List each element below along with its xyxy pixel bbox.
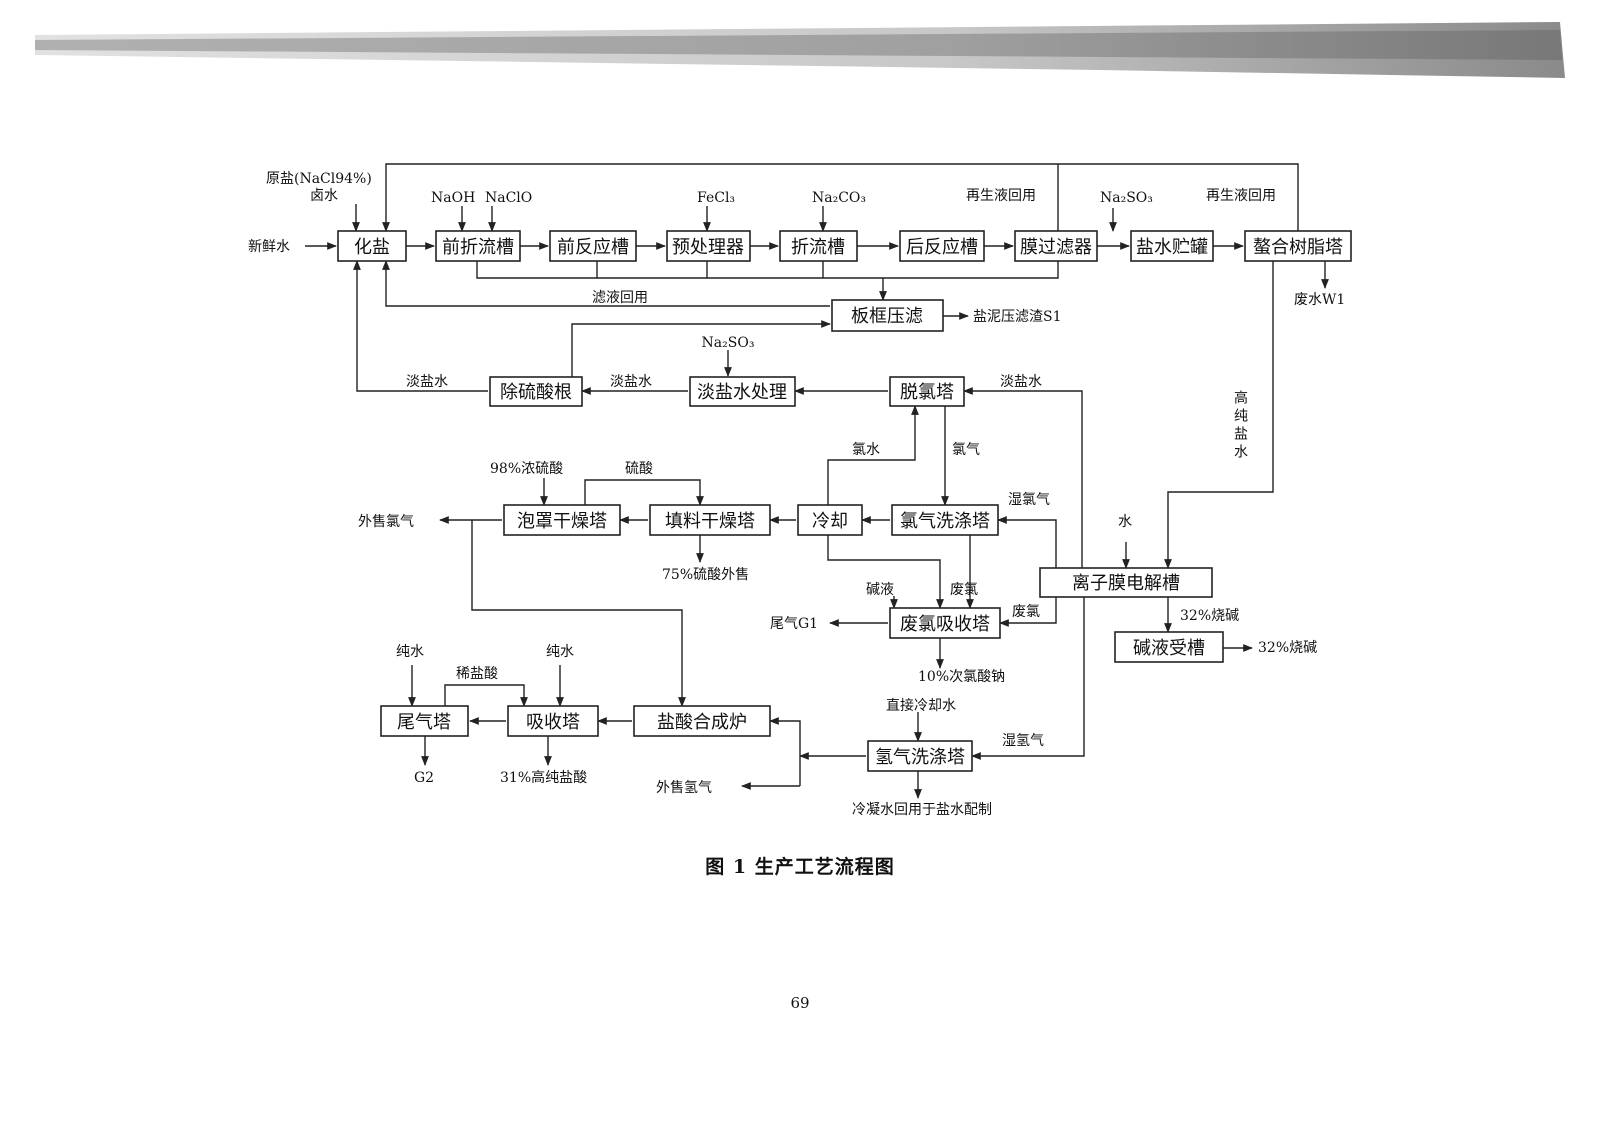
label-lvye-huiyong: 滤液回用 — [592, 290, 648, 306]
label-shiluqi: 湿氯气 — [1008, 492, 1050, 508]
box-moguolv: 膜过滤器 — [1014, 230, 1098, 262]
label-lvqi: 氯气 — [952, 442, 980, 458]
svg-text:盐酸合成炉: 盐酸合成炉 — [657, 712, 747, 733]
svg-text:螯合树脂塔: 螯合树脂塔 — [1253, 237, 1343, 258]
svg-text:吸收塔: 吸收塔 — [526, 712, 580, 733]
svg-text:前折流槽: 前折流槽 — [442, 237, 514, 258]
label-danyanshui-3: 淡盐水 — [1000, 374, 1042, 390]
box-houfanying: 后反应槽 — [899, 230, 985, 262]
box-yansuan-hecheng: 盐酸合成炉 — [633, 705, 771, 737]
label-naoh: NaOH — [431, 190, 475, 206]
svg-text:碱液受槽: 碱液受槽 — [1133, 638, 1205, 659]
label-na2co3: Na₂CO₃ — [812, 190, 866, 206]
flow-lines — [305, 163, 1329, 799]
box-jianye-shoucao: 碱液受槽 — [1114, 631, 1224, 663]
svg-text:尾气塔: 尾气塔 — [397, 712, 451, 733]
label-yanni: 盐泥压滤渣S1 — [973, 309, 1062, 325]
box-huayan: 化盐 — [337, 230, 407, 262]
label-feishui-w1: 废水W1 — [1294, 292, 1345, 308]
label-shui: 水 — [1118, 514, 1132, 530]
svg-text:化盐: 化盐 — [354, 237, 390, 258]
box-lizimo: 离子膜电解槽 — [1039, 567, 1213, 598]
label-gaochun-yanshui: 高纯盐水 — [1232, 389, 1248, 462]
box-qianzheliu: 前折流槽 — [435, 230, 521, 262]
box-xishouta: 吸收塔 — [507, 705, 599, 737]
svg-text:废氯吸收塔: 废氯吸收塔 — [900, 614, 990, 635]
box-chuliusuan: 除硫酸根 — [489, 376, 583, 407]
label-yansuan31: 31%高纯盐酸 — [500, 769, 587, 786]
page-number: 69 — [790, 994, 810, 1012]
label-fecl3: FeCl₃ — [697, 190, 735, 206]
label-chunshui-2: 纯水 — [546, 644, 574, 660]
label-shiqingqi: 湿氢气 — [1002, 733, 1044, 749]
svg-text:折流槽: 折流槽 — [791, 237, 845, 258]
svg-text:预处理器: 预处理器 — [672, 237, 744, 258]
svg-text:氢气洗涤塔: 氢气洗涤塔 — [875, 747, 965, 768]
box-lvqi-xidi: 氯气洗涤塔 — [891, 504, 999, 536]
box-paozhao: 泡罩干燥塔 — [503, 504, 621, 536]
label-nongliusuan: 98%浓硫酸 — [490, 461, 563, 477]
box-lengque: 冷却 — [797, 504, 863, 536]
label-liusuan: 硫酸 — [625, 461, 653, 477]
box-aohe: 螯合树脂塔 — [1244, 230, 1352, 262]
label-zhijie-lengque: 直接冷却水 — [886, 697, 956, 714]
box-weiqita: 尾气塔 — [380, 705, 469, 737]
svg-text:填料干燥塔: 填料干燥塔 — [665, 511, 755, 532]
svg-text:膜过滤器: 膜过滤器 — [1020, 237, 1092, 258]
label-feilv-2: 废氯 — [1012, 604, 1040, 620]
label-chunshui-1: 纯水 — [396, 644, 424, 660]
label-liusuan75: 75%硫酸外售 — [662, 567, 749, 583]
svg-text:除硫酸根: 除硫酸根 — [500, 382, 572, 403]
label-waishou-lvqi: 外售氯气 — [358, 514, 414, 530]
svg-text:前反应槽: 前反应槽 — [557, 237, 629, 258]
label-waishou-qingqi: 外售氢气 — [656, 780, 712, 796]
label-jianye: 碱液 — [866, 582, 894, 598]
label-lengningshui: 冷凝水回用于盐水配制 — [852, 802, 992, 818]
svg-text:离子膜电解槽: 离子膜电解槽 — [1072, 573, 1180, 594]
box-yanshui-zhuguan: 盐水贮罐 — [1130, 230, 1214, 262]
label-feilv-1: 废氯 — [950, 582, 978, 598]
label-weiqi-g1: 尾气G1 — [770, 616, 818, 632]
box-tuolv: 脱氯塔 — [889, 376, 965, 407]
label-danyanshui-2: 淡盐水 — [610, 374, 652, 390]
box-bankuang: 板框压滤 — [831, 299, 944, 332]
box-qingqi-xidi: 氢气洗涤塔 — [867, 740, 973, 772]
label-danyanshui-1: 淡盐水 — [406, 374, 448, 390]
box-feilv-xishou: 废氯吸收塔 — [889, 607, 1001, 639]
label-lvshui: 氯水 — [852, 442, 880, 458]
svg-text:泡罩干燥塔: 泡罩干燥塔 — [517, 511, 607, 532]
label-yuanyan: 原盐(NaCl94%) — [266, 171, 372, 187]
label-na2so3-top: Na₂SO₃ — [1100, 190, 1153, 206]
box-tianliao: 填料干燥塔 — [649, 504, 771, 536]
label-g2: G2 — [414, 770, 434, 786]
box-qianfanying: 前反应槽 — [549, 230, 637, 262]
svg-text:板框压滤: 板框压滤 — [851, 306, 923, 327]
svg-text:冷却: 冷却 — [812, 511, 848, 532]
label-naclo: NaClO — [485, 190, 532, 206]
box-yuchuli: 预处理器 — [666, 230, 751, 262]
label-zaisheng1: 再生液回用 — [966, 188, 1036, 204]
label-shaojian-2: 32%烧碱 — [1258, 640, 1317, 656]
label-zaisheng2: 再生液回用 — [1206, 188, 1276, 204]
svg-text:氯气洗涤塔: 氯气洗涤塔 — [900, 511, 990, 532]
svg-text:脱氯塔: 脱氯塔 — [900, 382, 954, 403]
label-xiyansuan: 稀盐酸 — [456, 666, 498, 682]
label-xinxianshui: 新鲜水 — [248, 239, 290, 255]
figure-caption: 图 1 生产工艺流程图 — [705, 856, 895, 878]
svg-text:淡盐水处理: 淡盐水处理 — [697, 382, 787, 403]
label-lushui: 卤水 — [310, 188, 338, 204]
stream-labels: 原盐(NaCl94%) 卤水 新鲜水 NaOH NaClO FeCl₃ Na₂C… — [248, 171, 1345, 818]
scan-header-stripe — [35, 22, 1565, 78]
box-danyanshui-chuli: 淡盐水处理 — [689, 376, 796, 407]
label-na2so3-mid: Na₂SO₃ — [702, 335, 755, 351]
label-shaojian-1: 32%烧碱 — [1180, 608, 1239, 624]
svg-text:后反应槽: 后反应槽 — [906, 237, 978, 258]
label-cilvsuanna: 10%次氯酸钠 — [918, 669, 1005, 685]
box-zheliu: 折流槽 — [779, 230, 858, 262]
svg-text:盐水贮罐: 盐水贮罐 — [1136, 237, 1208, 258]
